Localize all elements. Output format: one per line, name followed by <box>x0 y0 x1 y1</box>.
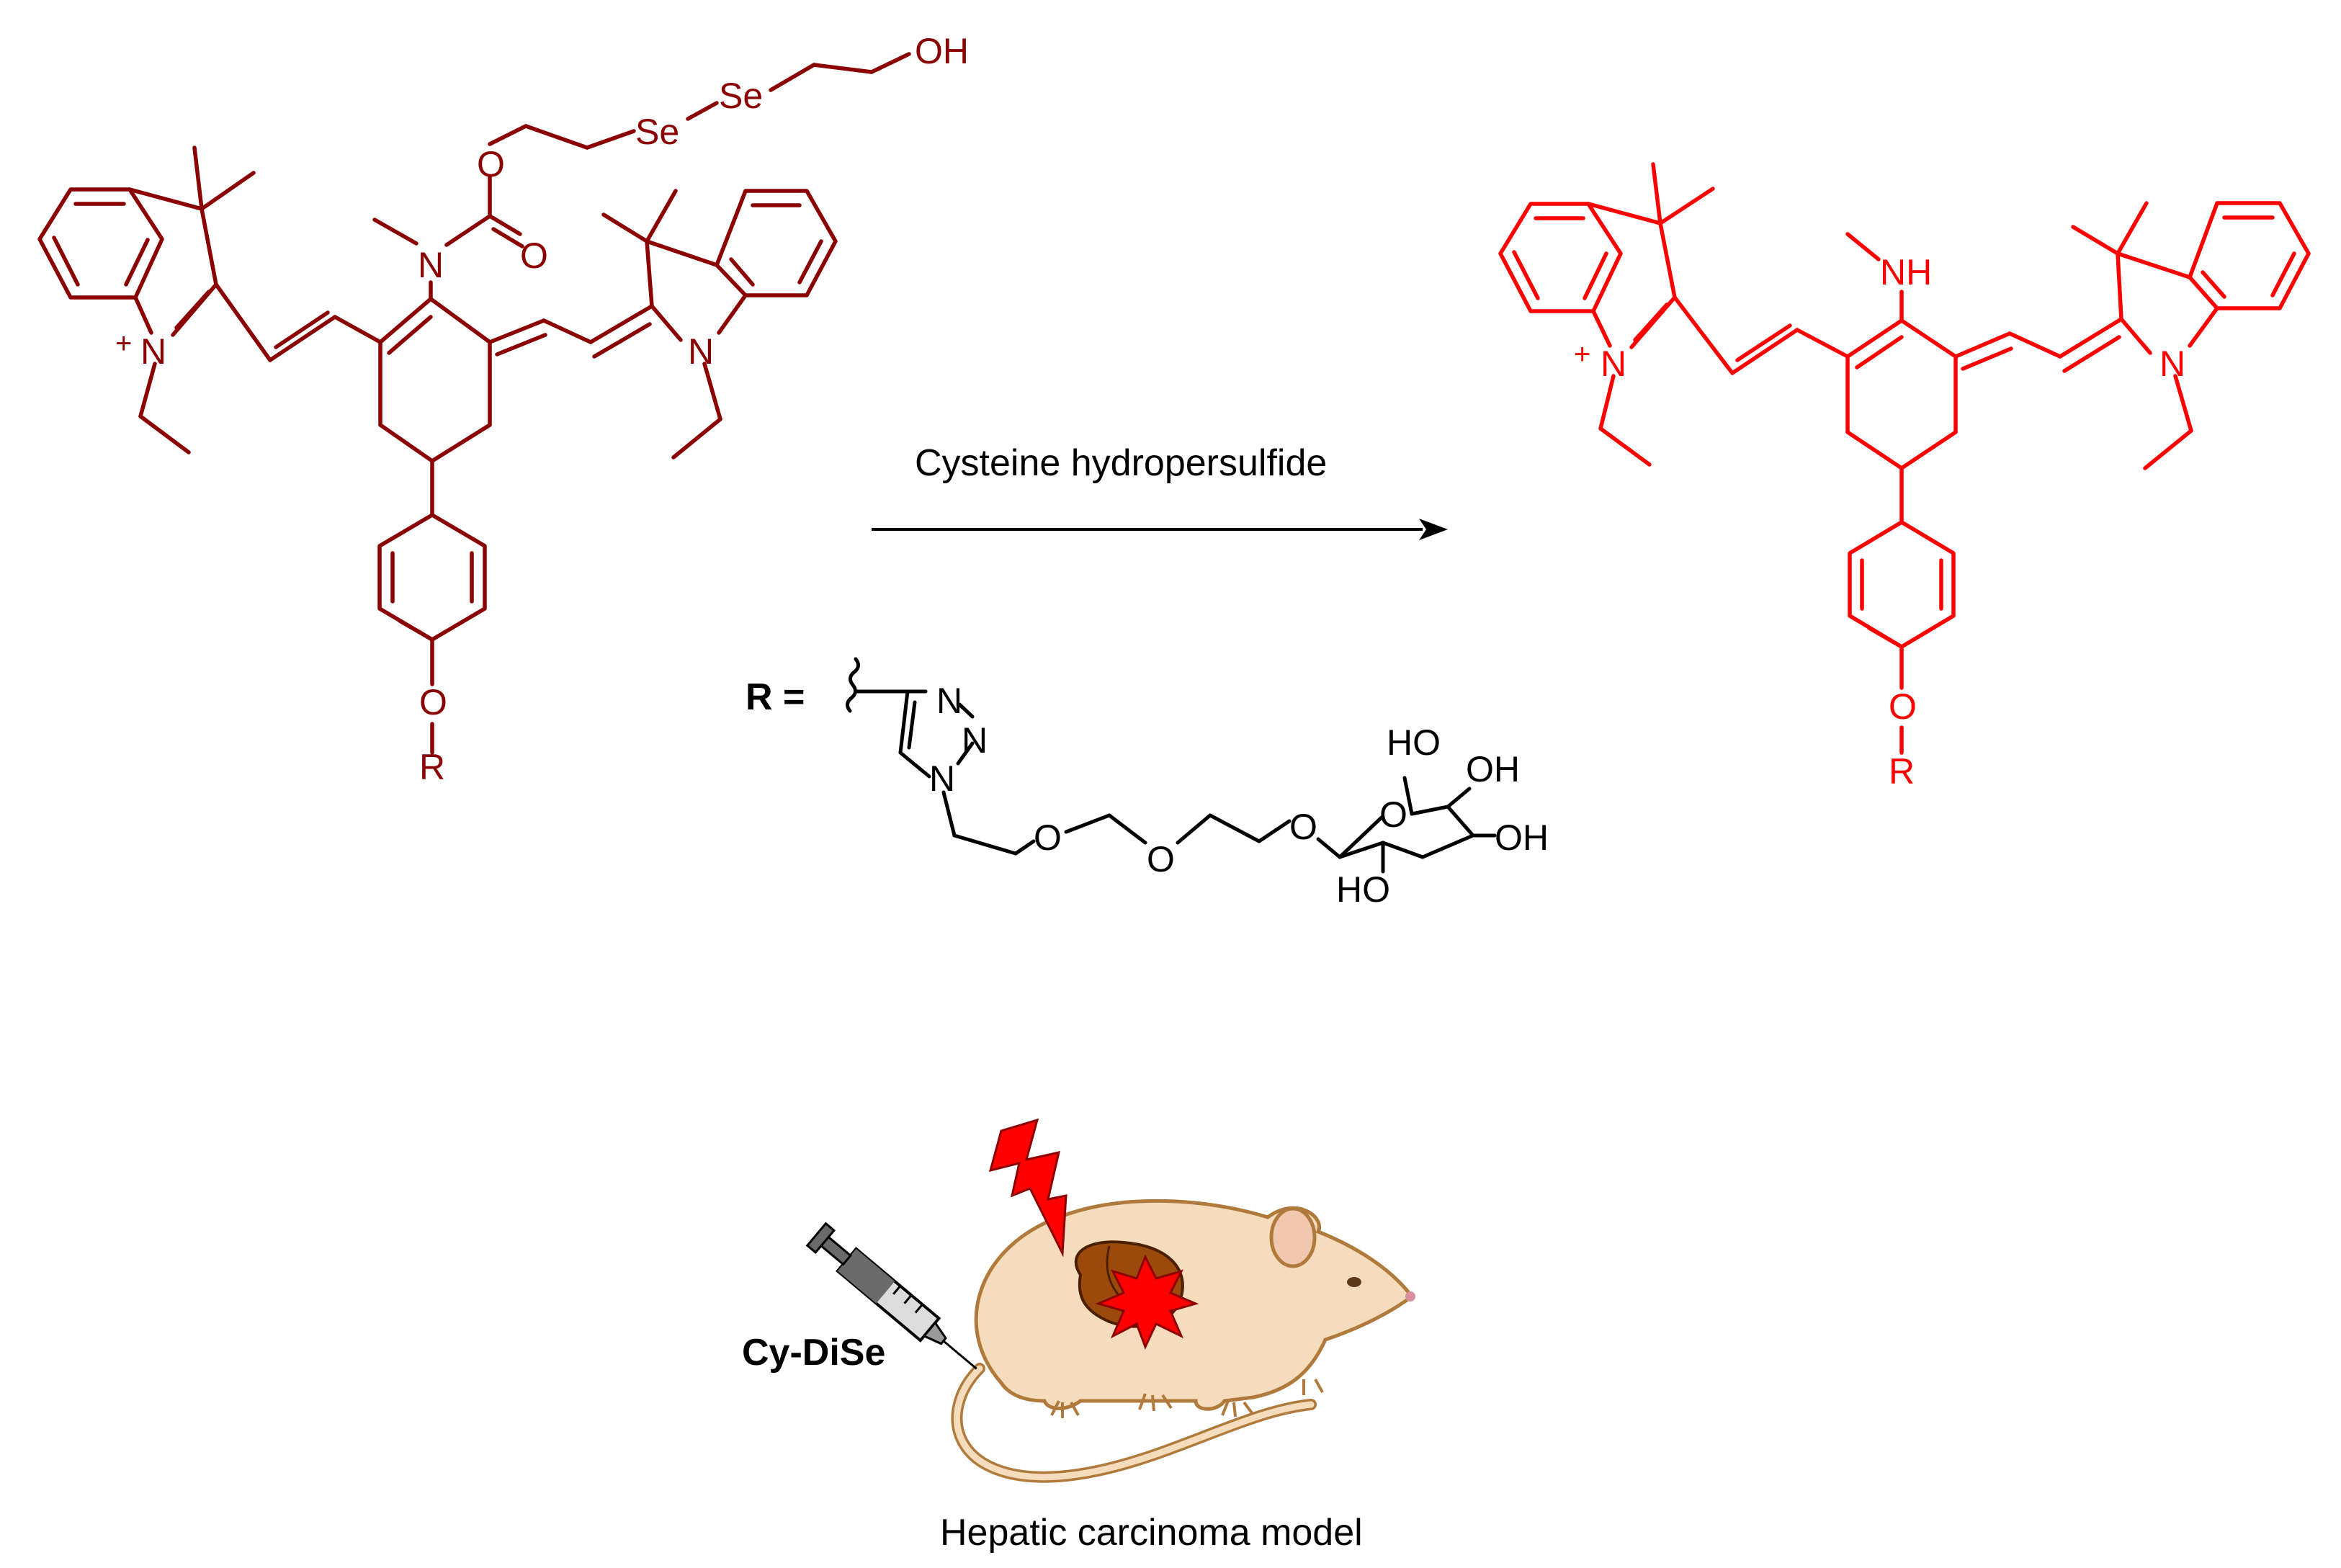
reactant-atom-labels: OH Se Se O O N N + N O R <box>115 31 969 787</box>
atom-triazole-n1: N <box>936 681 962 721</box>
atom-o-ether: O <box>419 682 447 722</box>
atom-peg-o2: O <box>1147 839 1175 879</box>
model-caption: Hepatic carcinoma model <box>940 1512 1363 1554</box>
atom-o-carbonyl: O <box>520 236 548 276</box>
probe-label: Cy-DiSe <box>742 1332 885 1374</box>
r-group-label: R = <box>746 676 805 718</box>
atom-n-right: N <box>688 331 714 372</box>
atom-ring-o: O <box>1379 794 1407 835</box>
reaction-arrow <box>872 519 1448 540</box>
tumor-icon <box>1095 1254 1199 1350</box>
atom-n-right: N <box>2159 344 2185 384</box>
product-structure <box>1498 162 2311 755</box>
mouse-illustration <box>805 1118 1415 1483</box>
lightning-icon <box>988 1118 1067 1258</box>
atom-nh: NH <box>1880 252 1932 292</box>
syringe-icon <box>805 1222 977 1370</box>
atom-oh-top: OH <box>1466 749 1520 789</box>
mouse-eye <box>1347 1277 1361 1287</box>
atom-plus-charge: + <box>115 328 132 359</box>
atom-n-plus: N <box>140 331 166 372</box>
r-group-structure <box>846 657 1497 874</box>
atom-o-ether: O <box>1889 686 1917 727</box>
atom-plus-charge: + <box>1574 339 1590 370</box>
atom-r: R <box>419 747 445 787</box>
atom-triazole-n2: N <box>962 720 988 761</box>
atom-ho-top: HO <box>1387 722 1441 763</box>
mouse-ear <box>1269 1206 1317 1268</box>
atom-n-carbamate: N <box>418 245 444 285</box>
atom-triazole-n3: N <box>929 758 955 799</box>
atom-n-plus: N <box>1601 344 1626 384</box>
atom-se-right: Se <box>719 76 763 116</box>
atom-r: R <box>1889 751 1915 792</box>
atom-oh: OH <box>915 31 969 71</box>
product-atom-labels: NH N + N O R <box>1574 252 2185 792</box>
atom-oh-right: OH <box>1495 817 1549 858</box>
atom-se-left: Se <box>635 112 679 152</box>
r-group-atom-labels: N N N O O O O HO OH OH HO <box>929 681 1549 910</box>
atom-peg-o3: O <box>1289 807 1317 847</box>
reactant-structure <box>37 52 911 755</box>
mouse-nose <box>1405 1291 1415 1302</box>
reagent-label: Cysteine hydropersulfide <box>915 442 1327 484</box>
atom-o-ester: O <box>477 144 505 184</box>
atom-ho-bottom: HO <box>1336 869 1390 910</box>
atom-peg-o1: O <box>1034 817 1062 858</box>
